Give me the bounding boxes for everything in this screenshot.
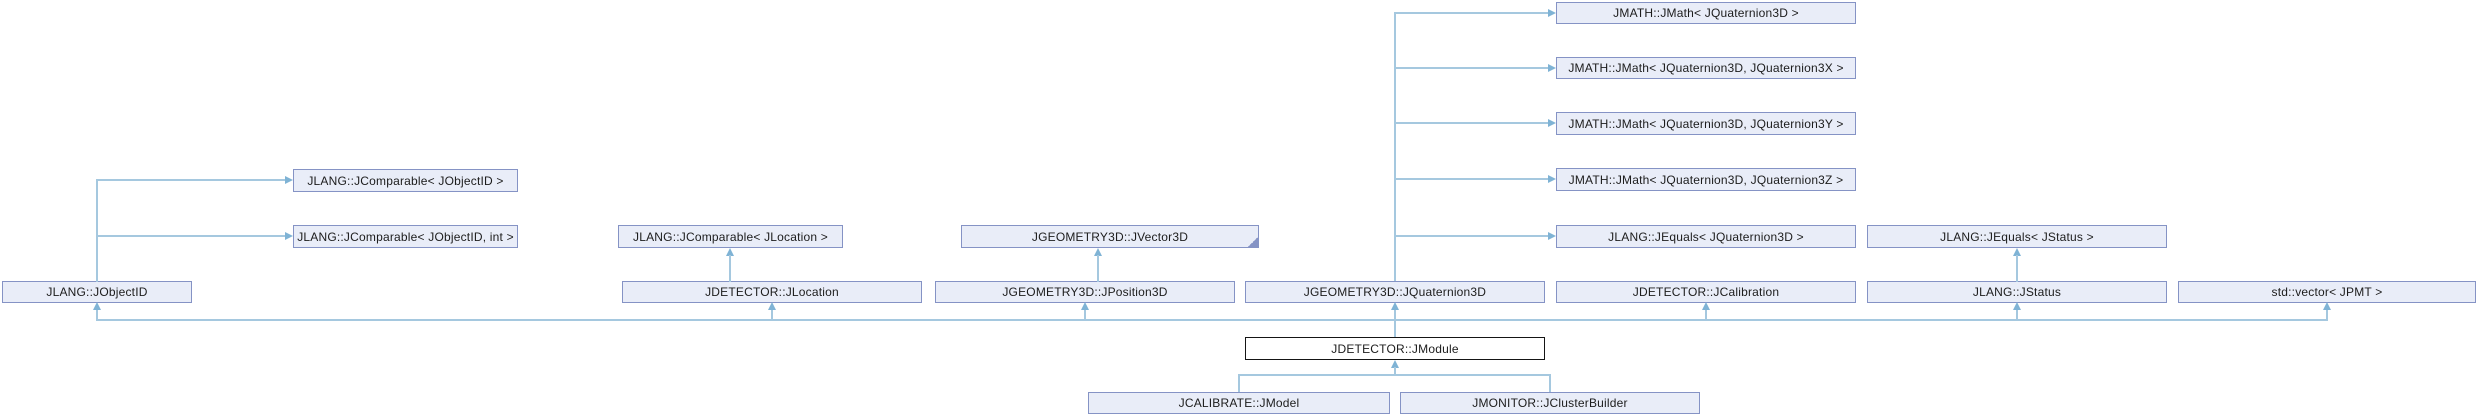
inheritance-edge	[1394, 178, 1548, 180]
class-node-jmath-jquaternion3d-x[interactable]: JMATH::JMath< JQuaternion3D, JQuaternion…	[1556, 57, 1856, 79]
inheritance-edge	[2016, 310, 2018, 321]
truncated-corner-marker	[1248, 237, 1258, 247]
inheritance-edge	[96, 310, 98, 321]
class-label: JLANG::JEquals< JStatus >	[1940, 229, 2094, 244]
class-label: JDETECTOR::JLocation	[705, 285, 839, 299]
inheritance-arrowhead	[285, 232, 293, 240]
class-node-jobjectid[interactable]: JLANG::JObjectID	[2, 281, 192, 303]
inheritance-arrowhead	[1391, 360, 1399, 368]
class-label: JGEOMETRY3D::JQuaternion3D	[1303, 285, 1487, 299]
inheritance-edge	[1084, 310, 1086, 321]
inheritance-edge	[1394, 367, 1396, 376]
class-node-jmodel[interactable]: JCALIBRATE::JModel	[1088, 392, 1390, 414]
class-node-jcomparable-jobjectid[interactable]: JLANG::JComparable< JObjectID >	[293, 169, 518, 192]
inheritance-arrowhead	[726, 248, 734, 256]
class-label: JMONITOR::JClusterBuilder	[1472, 396, 1628, 410]
class-node-jcalibration[interactable]: JDETECTOR::JCalibration	[1556, 281, 1856, 303]
class-label: JMATH::JMath< JQuaternion3D >	[1613, 6, 1799, 20]
class-label: JDETECTOR::JCalibration	[1632, 285, 1780, 299]
inheritance-edge	[2326, 310, 2328, 321]
class-label: JLANG::JObjectID	[46, 285, 148, 299]
inheritance-edge	[1238, 374, 1240, 392]
class-node-jcomparable-jlocation[interactable]: JLANG::JComparable< JLocation >	[618, 225, 843, 248]
inheritance-edge	[1394, 310, 1396, 337]
inheritance-edge	[96, 235, 286, 237]
class-node-jmath-jquaternion3d[interactable]: JMATH::JMath< JQuaternion3D >	[1556, 2, 1856, 24]
inheritance-arrowhead	[2323, 302, 2331, 310]
inheritance-edge	[2016, 255, 2018, 282]
class-label: JGEOMETRY3D::JPosition3D	[1002, 285, 1168, 299]
inheritance-edge	[1097, 255, 1099, 282]
class-node-jequals-jquaternion3d[interactable]: JLANG::JEquals< JQuaternion3D >	[1556, 225, 1856, 248]
class-label: std::vector< JPMT >	[2271, 285, 2383, 299]
inheritance-arrowhead	[285, 176, 293, 184]
inheritance-arrowhead	[2013, 302, 2021, 310]
inheritance-arrowhead	[1094, 248, 1102, 256]
class-label: JMATH::JMath< JQuaternion3D, JQuaternion…	[1568, 61, 1844, 75]
inheritance-edge	[1394, 122, 1548, 124]
inheritance-edge	[96, 179, 98, 282]
class-node-jposition3d[interactable]: JGEOMETRY3D::JPosition3D	[935, 281, 1235, 303]
inheritance-edge	[96, 179, 286, 181]
class-node-jmath-jquaternion3d-z[interactable]: JMATH::JMath< JQuaternion3D, JQuaternion…	[1556, 168, 1856, 191]
class-node-std-vector-jpmt[interactable]: std::vector< JPMT >	[2178, 281, 2476, 303]
inheritance-edge	[729, 255, 731, 282]
inheritance-edge	[1549, 374, 1551, 392]
class-node-jstatus[interactable]: JLANG::JStatus	[1867, 281, 2167, 303]
inheritance-arrowhead	[1548, 9, 1556, 17]
inheritance-edge-bus	[1238, 374, 1551, 376]
class-label: JLANG::JComparable< JObjectID >	[307, 173, 504, 188]
class-label: JLANG::JComparable< JObjectID, int >	[297, 229, 514, 244]
inheritance-arrowhead	[768, 302, 776, 310]
inheritance-arrowhead	[2013, 248, 2021, 256]
class-label: JLANG::JComparable< JLocation >	[633, 229, 828, 244]
class-label: JDETECTOR::JModule	[1331, 341, 1459, 356]
inheritance-edge	[771, 310, 773, 321]
class-node-jlocation[interactable]: JDETECTOR::JLocation	[622, 281, 922, 303]
inheritance-arrowhead	[1548, 232, 1556, 240]
class-label: JLANG::JEquals< JQuaternion3D >	[1608, 229, 1804, 244]
class-label: JGEOMETRY3D::JVector3D	[1031, 229, 1189, 244]
inheritance-arrowhead	[1548, 64, 1556, 72]
inheritance-edge	[1705, 310, 1707, 321]
class-node-jvector3d[interactable]: JGEOMETRY3D::JVector3D	[961, 225, 1259, 248]
class-label: JCALIBRATE::JModel	[1178, 396, 1300, 410]
class-node-jmodule-focus: JDETECTOR::JModule	[1245, 337, 1545, 360]
class-node-jclusterbuilder[interactable]: JMONITOR::JClusterBuilder	[1400, 392, 1700, 414]
inheritance-edge-bus	[96, 319, 2328, 321]
inheritance-arrowhead	[1081, 302, 1089, 310]
inheritance-arrowhead	[1548, 175, 1556, 183]
class-node-jequals-jstatus[interactable]: JLANG::JEquals< JStatus >	[1867, 225, 2167, 248]
inheritance-edge-trunk	[1394, 12, 1396, 281]
class-node-jquaternion3d[interactable]: JGEOMETRY3D::JQuaternion3D	[1245, 281, 1545, 303]
inheritance-edge	[1394, 67, 1548, 69]
inheritance-arrowhead	[93, 302, 101, 310]
class-label: JMATH::JMath< JQuaternion3D, JQuaternion…	[1568, 116, 1844, 131]
inheritance-arrowhead	[1702, 302, 1710, 310]
inheritance-arrowhead	[1391, 302, 1399, 310]
inheritance-edge	[1394, 12, 1548, 14]
class-node-jcomparable-jobjectid-int[interactable]: JLANG::JComparable< JObjectID, int >	[293, 225, 518, 248]
class-node-jmath-jquaternion3d-y[interactable]: JMATH::JMath< JQuaternion3D, JQuaternion…	[1556, 112, 1856, 135]
class-label: JLANG::JStatus	[1972, 285, 2062, 299]
class-label: JMATH::JMath< JQuaternion3D, JQuaternion…	[1568, 172, 1844, 187]
inheritance-arrowhead	[1548, 119, 1556, 127]
inheritance-edge	[1394, 235, 1548, 237]
